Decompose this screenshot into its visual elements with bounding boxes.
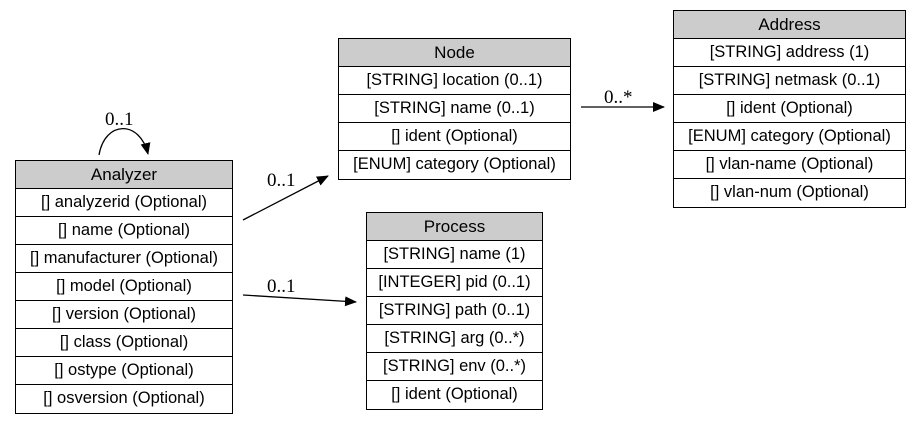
analyzer-field: [] osversion (Optional) [43, 389, 205, 407]
process-field: [STRING] name (1) [367, 241, 542, 269]
address-entity: Address [STRING] address (1) [STRING] ne… [673, 10, 906, 208]
address-field: [] vlan-num (Optional) [710, 183, 869, 201]
analyzer-field: [] name (Optional) [16, 217, 232, 245]
analyzer-title: Analyzer [16, 161, 232, 189]
node-field: [STRING] location (0..1) [339, 67, 570, 95]
address-field: [STRING] netmask (0..1) [674, 67, 905, 95]
analyzer-entity: Analyzer [] analyzerid (Optional) [] nam… [15, 160, 233, 414]
node-field: [ENUM] category (Optional) [353, 155, 556, 173]
node-entity: Node [STRING] location (0..1) [STRING] n… [338, 38, 571, 180]
address-field: [STRING] address (1) [674, 39, 905, 67]
node-field: [STRING] name (0..1) [339, 95, 570, 123]
process-title: Process [367, 213, 542, 241]
address-field: [] ident (Optional) [674, 95, 905, 123]
address-title: Address [674, 11, 905, 39]
node-title: Node [339, 39, 570, 67]
edge-label-analyzer-self: 0..1 [105, 109, 134, 130]
edge-analyzer-node [242, 175, 329, 221]
process-field: [] ident (Optional) [391, 385, 518, 403]
address-field: [ENUM] category (Optional) [674, 123, 905, 151]
address-field: [] vlan-name (Optional) [674, 151, 905, 179]
process-field: [STRING] env (0..*) [367, 353, 542, 381]
analyzer-field: [] manufacturer (Optional) [16, 245, 232, 273]
edge-analyzer-process [242, 294, 357, 307]
process-field: [STRING] arg (0..*) [367, 325, 542, 353]
analyzer-field: [] class (Optional) [16, 329, 232, 357]
analyzer-field: [] model (Optional) [16, 273, 232, 301]
analyzer-field: [] version (Optional) [16, 301, 232, 329]
process-field: [INTEGER] pid (0..1) [367, 269, 542, 297]
edge-label-node-address: 0..* [604, 87, 633, 108]
edge-label-analyzer-node: 0..1 [267, 170, 296, 191]
process-entity: Process [STRING] name (1) [INTEGER] pid … [366, 212, 543, 410]
analyzer-field: [] ostype (Optional) [16, 357, 232, 385]
edge-analyzer-self [98, 128, 151, 156]
analyzer-field: [] analyzerid (Optional) [16, 189, 232, 217]
edge-label-analyzer-process: 0..1 [267, 276, 296, 297]
process-field: [STRING] path (0..1) [367, 297, 542, 325]
node-field: [] ident (Optional) [339, 123, 570, 151]
